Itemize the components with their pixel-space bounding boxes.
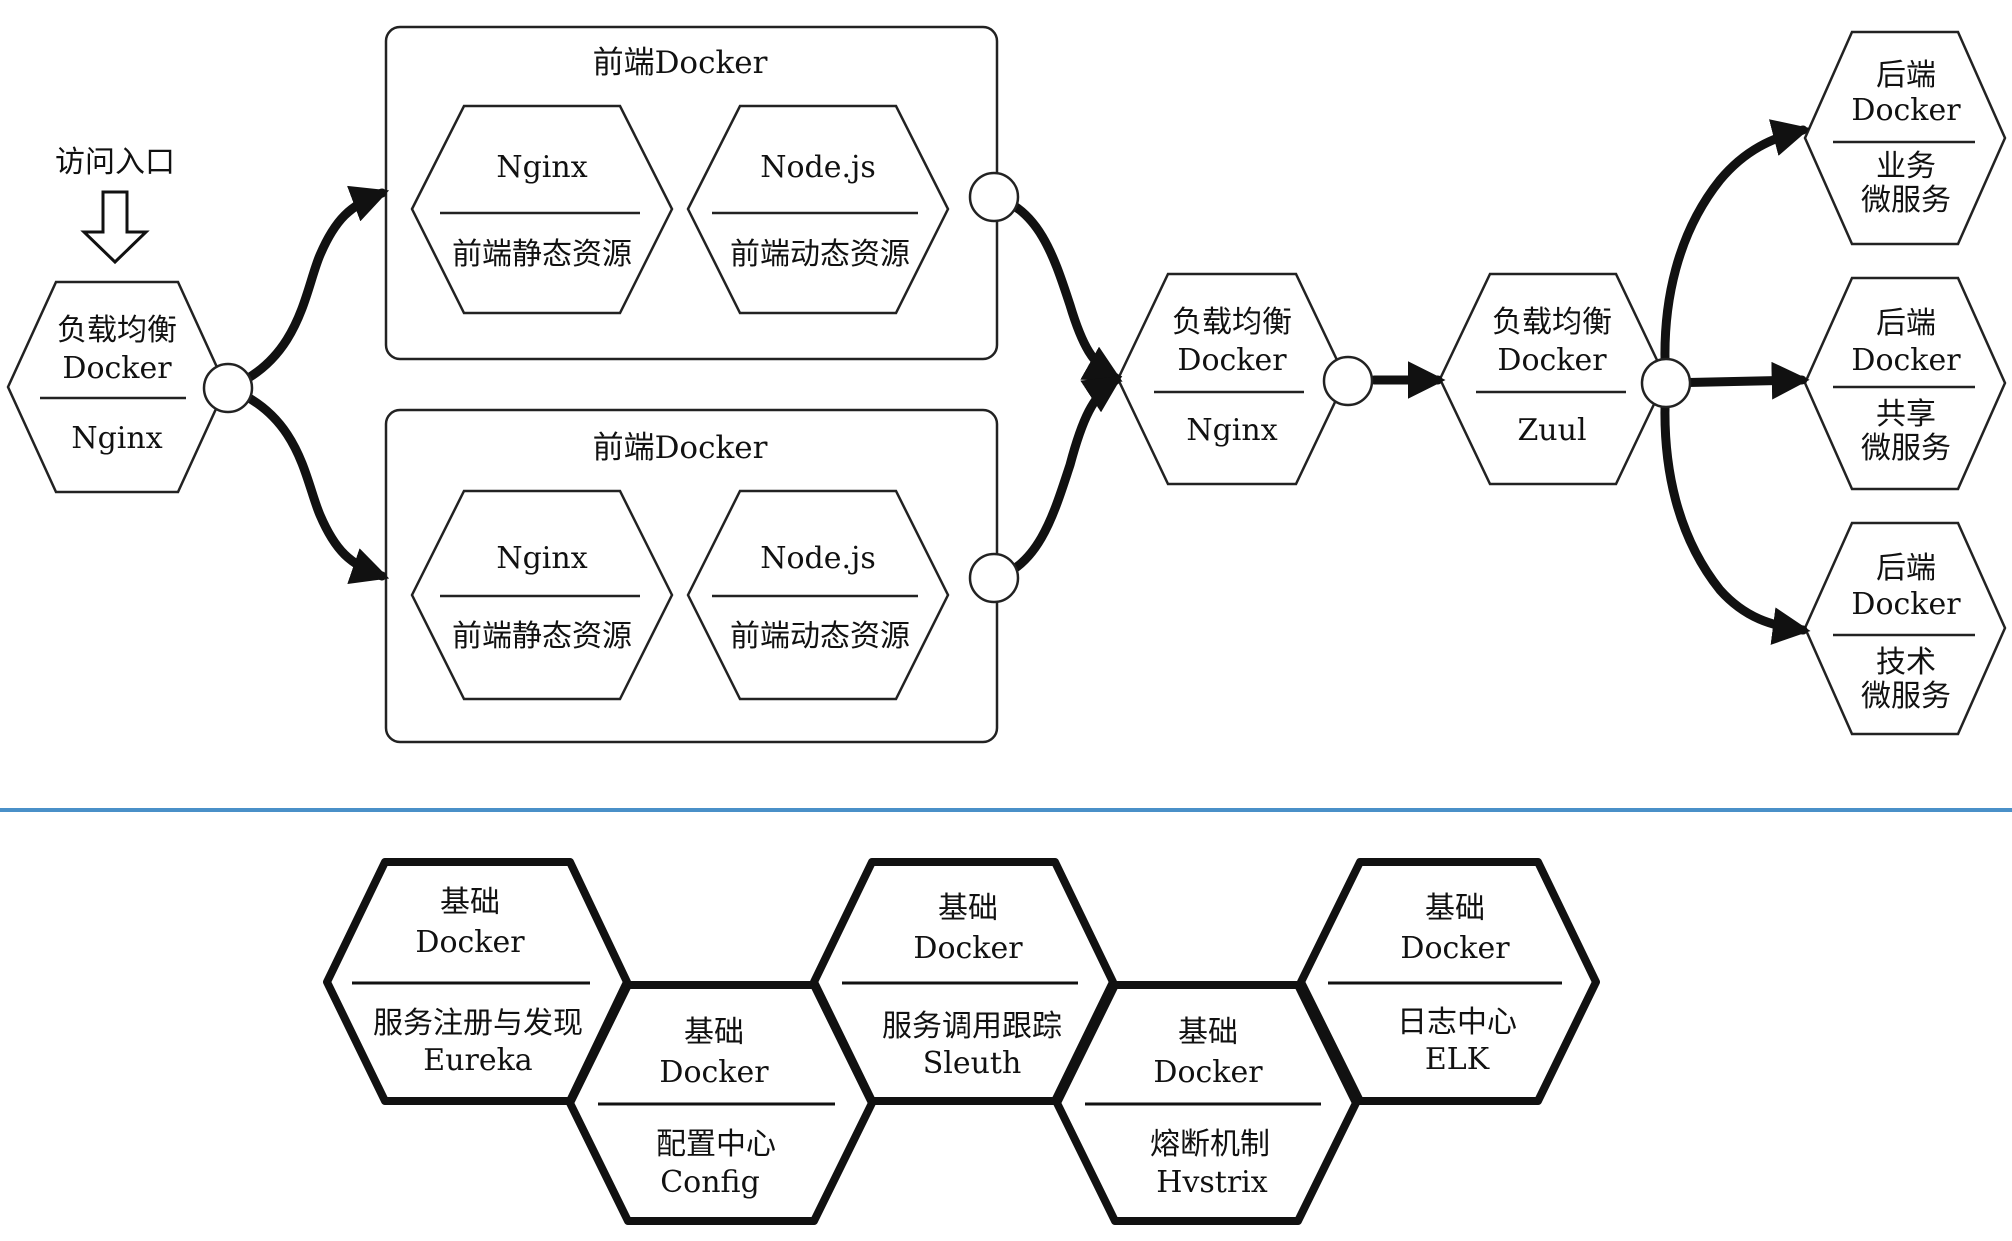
lb-nginx-title-1: 负载均衡 — [1172, 305, 1292, 340]
arrow-frontend-top-to-lb — [990, 192, 1123, 383]
frontend-bottom-node-hexagon: Node.js 前端动态资源 — [686, 489, 950, 701]
infra-config-line2: Docker — [659, 1055, 769, 1090]
lb-nginx-hexagon: 负载均衡 Docker Nginx — [1116, 272, 1348, 486]
port-circle-lb-nginx — [1322, 355, 1374, 407]
backend-tech-bottom2: 微服务 — [1861, 679, 1951, 714]
frontend-docker-bottom: 前端Docker Nginx 前端静态资源 Node.js 前端动态资源 — [384, 408, 999, 744]
infra-sleuth-line2: Docker — [913, 931, 1023, 966]
backend-hexagon-business: 后端 Docker 业务 微服务 — [1803, 30, 2007, 246]
infra-hystrix-bottom2: Hvstrix — [1156, 1165, 1267, 1200]
frontend-top-nginx-hexagon: Nginx 前端静态资源 — [410, 104, 674, 315]
lb-entry-title-1: 负载均衡 — [57, 313, 177, 348]
infra-eureka-line2: Docker — [415, 925, 525, 960]
infra-hystrix-bottom1: 熔断机制 — [1150, 1127, 1270, 1162]
port-circle-frontend-top — [968, 171, 1020, 223]
backend-shared-line2: Docker — [1851, 343, 1961, 378]
port-circles — [202, 171, 1692, 604]
port-circle-entry — [202, 362, 254, 414]
frontend-top-node-label: Node.js — [760, 150, 876, 185]
lb-nginx-title-2: Docker — [1177, 343, 1287, 378]
infra-sleuth-bottom1: 服务调用跟踪 — [882, 1009, 1062, 1044]
lb-entry-bottom: Nginx — [71, 421, 162, 456]
frontend-top-static-label: 前端静态资源 — [452, 237, 632, 272]
infra-elk-line1: 基础 — [1425, 891, 1485, 926]
infra-hystrix-line2: Docker — [1153, 1055, 1263, 1090]
frontend-top-dynamic-label: 前端动态资源 — [730, 237, 910, 272]
frontend-top-node-hexagon: Node.js 前端动态资源 — [686, 104, 950, 315]
arrow-zuul-to-business — [1660, 119, 1811, 388]
frontend-docker-top: 前端Docker Nginx 前端静态资源 Node.js 前端动态资源 — [384, 25, 999, 361]
frontend-bottom-nginx-label: Nginx — [496, 541, 587, 576]
infra-config-bottom2: Config — [660, 1165, 760, 1200]
infra-config-line1: 基础 — [684, 1015, 744, 1050]
infra-hexagon-eureka: 基础 Docker 服务注册与发现 Eureka — [323, 858, 631, 1105]
backend-shared-line1: 后端 — [1876, 306, 1936, 341]
arrow-entry-to-frontend-bottom — [223, 383, 390, 585]
infra-elk-line2: Docker — [1400, 931, 1510, 966]
lb-zuul-title-2: Docker — [1497, 343, 1607, 378]
infra-elk-bottom2: ELK — [1425, 1042, 1490, 1077]
down-arrow-icon — [80, 190, 150, 265]
infra-hexagon-sleuth: 基础 Docker 服务调用跟踪 Sleuth — [810, 858, 1117, 1105]
lb-entry-title-2: Docker — [62, 351, 172, 386]
lb-zuul-hexagon: 负载均衡 Docker Zuul — [1438, 272, 1668, 486]
backend-shared-bottom2: 微服务 — [1861, 431, 1951, 466]
backend-hexagon-shared: 后端 Docker 共享 微服务 — [1803, 276, 2007, 491]
backend-business-line1: 后端 — [1876, 58, 1936, 93]
port-circle-lb-zuul — [1640, 357, 1692, 409]
arrow-entry-to-frontend-top — [223, 185, 390, 393]
connector-arrows — [223, 119, 1811, 645]
backend-tech-bottom1: 技术 — [1876, 645, 1936, 680]
infra-eureka-bottom1: 服务注册与发现 — [373, 1006, 583, 1041]
frontend-top-title: 前端Docker — [593, 45, 768, 81]
backend-business-bottom2: 微服务 — [1861, 183, 1951, 218]
frontend-bottom-static-label: 前端静态资源 — [452, 619, 632, 654]
frontend-top-nginx-label: Nginx — [496, 150, 587, 185]
infra-eureka-bottom2: Eureka — [423, 1043, 532, 1078]
infra-hystrix-line1: 基础 — [1178, 1015, 1238, 1050]
backend-hexagon-tech: 后端 Docker 技术 微服务 — [1803, 521, 2007, 736]
lb-zuul-bottom: Zuul — [1517, 413, 1586, 448]
arrow-zuul-to-tech — [1660, 378, 1811, 645]
infra-sleuth-line1: 基础 — [938, 891, 998, 926]
backend-tech-line1: 后端 — [1876, 551, 1936, 586]
lb-zuul-title-1: 负载均衡 — [1492, 305, 1612, 340]
frontend-bottom-node-label: Node.js — [760, 541, 876, 576]
frontend-bottom-title: 前端Docker — [593, 430, 768, 466]
infra-hexagon-elk: 基础 Docker 日志中心 ELK — [1297, 858, 1600, 1105]
lb-entry-hexagon: 负载均衡 Docker Nginx — [6, 280, 228, 494]
port-circle-frontend-bottom — [968, 552, 1020, 604]
infra-eureka-line1: 基础 — [440, 885, 500, 920]
infra-hexagon-config: 基础 Docker 配置中心 Config — [566, 981, 876, 1225]
backend-shared-bottom1: 共享 — [1876, 397, 1936, 432]
frontend-bottom-nginx-hexagon: Nginx 前端静态资源 — [410, 489, 674, 701]
entry-label: 访问入口 — [55, 145, 175, 180]
arrow-frontend-bottom-to-lb — [990, 375, 1123, 583]
backend-business-bottom1: 业务 — [1876, 149, 1936, 184]
frontend-bottom-dynamic-label: 前端动态资源 — [730, 619, 910, 654]
infra-config-bottom1: 配置中心 — [656, 1127, 776, 1162]
infra-sleuth-bottom2: Sleuth — [923, 1046, 1022, 1081]
backend-tech-line2: Docker — [1851, 587, 1961, 622]
infra-hexagon-hystrix: 基础 Docker 熔断机制 Hvstrix — [1053, 981, 1360, 1225]
backend-business-line2: Docker — [1851, 93, 1961, 128]
lb-nginx-bottom: Nginx — [1186, 413, 1277, 448]
infra-elk-bottom1: 日志中心 — [1397, 1005, 1517, 1040]
